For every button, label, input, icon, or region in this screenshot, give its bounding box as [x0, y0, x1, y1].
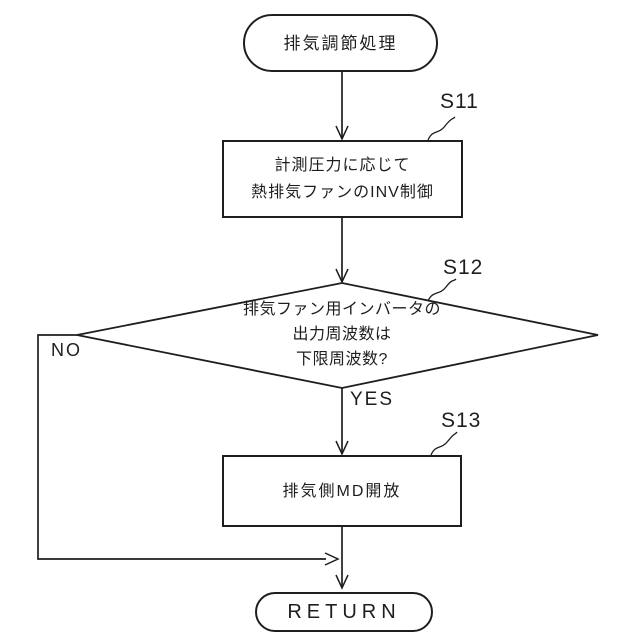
s12-text-line3: 下限周波数? [296, 351, 388, 368]
node-s13-process: 排気側MD開放 [222, 455, 462, 527]
edge-s12-no-bypass [37, 334, 326, 560]
arrowhead-into-return [335, 574, 349, 590]
branch-label-yes: YES [350, 389, 395, 410]
arrowhead-no-merge [324, 552, 340, 566]
s11-leader-line [427, 116, 456, 141]
arrowhead-into-s13 [335, 440, 349, 456]
step-label-s13: S13 [441, 409, 482, 432]
s13-leader-line [430, 431, 458, 456]
arrowhead-into-s12 [335, 268, 349, 284]
s12-text-line2: 出力周波数は [292, 326, 392, 343]
s11-text-line1: 計測圧力に応じて [274, 157, 411, 174]
node-start-terminator: 排気調節処理 [243, 14, 438, 72]
step-label-s11: S11 [440, 90, 479, 113]
s12-leader-line [427, 278, 457, 302]
return-label: RETURN [287, 600, 401, 623]
s11-text-line2: 熱排気ファンのINV制御 [251, 184, 434, 201]
s12-text-line1: 排気ファン用インバータの [242, 301, 441, 318]
arrowhead-into-s11 [335, 125, 349, 141]
step-label-s12: S12 [443, 256, 484, 279]
s13-label: 排気側MD開放 [282, 482, 402, 500]
start-label: 排気調節処理 [283, 33, 398, 53]
node-s11-process: 計測圧力に応じて 熱排気ファンのINV制御 [222, 140, 463, 218]
branch-label-no: NO [51, 340, 82, 360]
node-s12-decision-text: 排気ファン用インバータの 出力周波数は 下限周波数? [212, 297, 472, 372]
node-return-terminator: RETURN [255, 592, 433, 632]
